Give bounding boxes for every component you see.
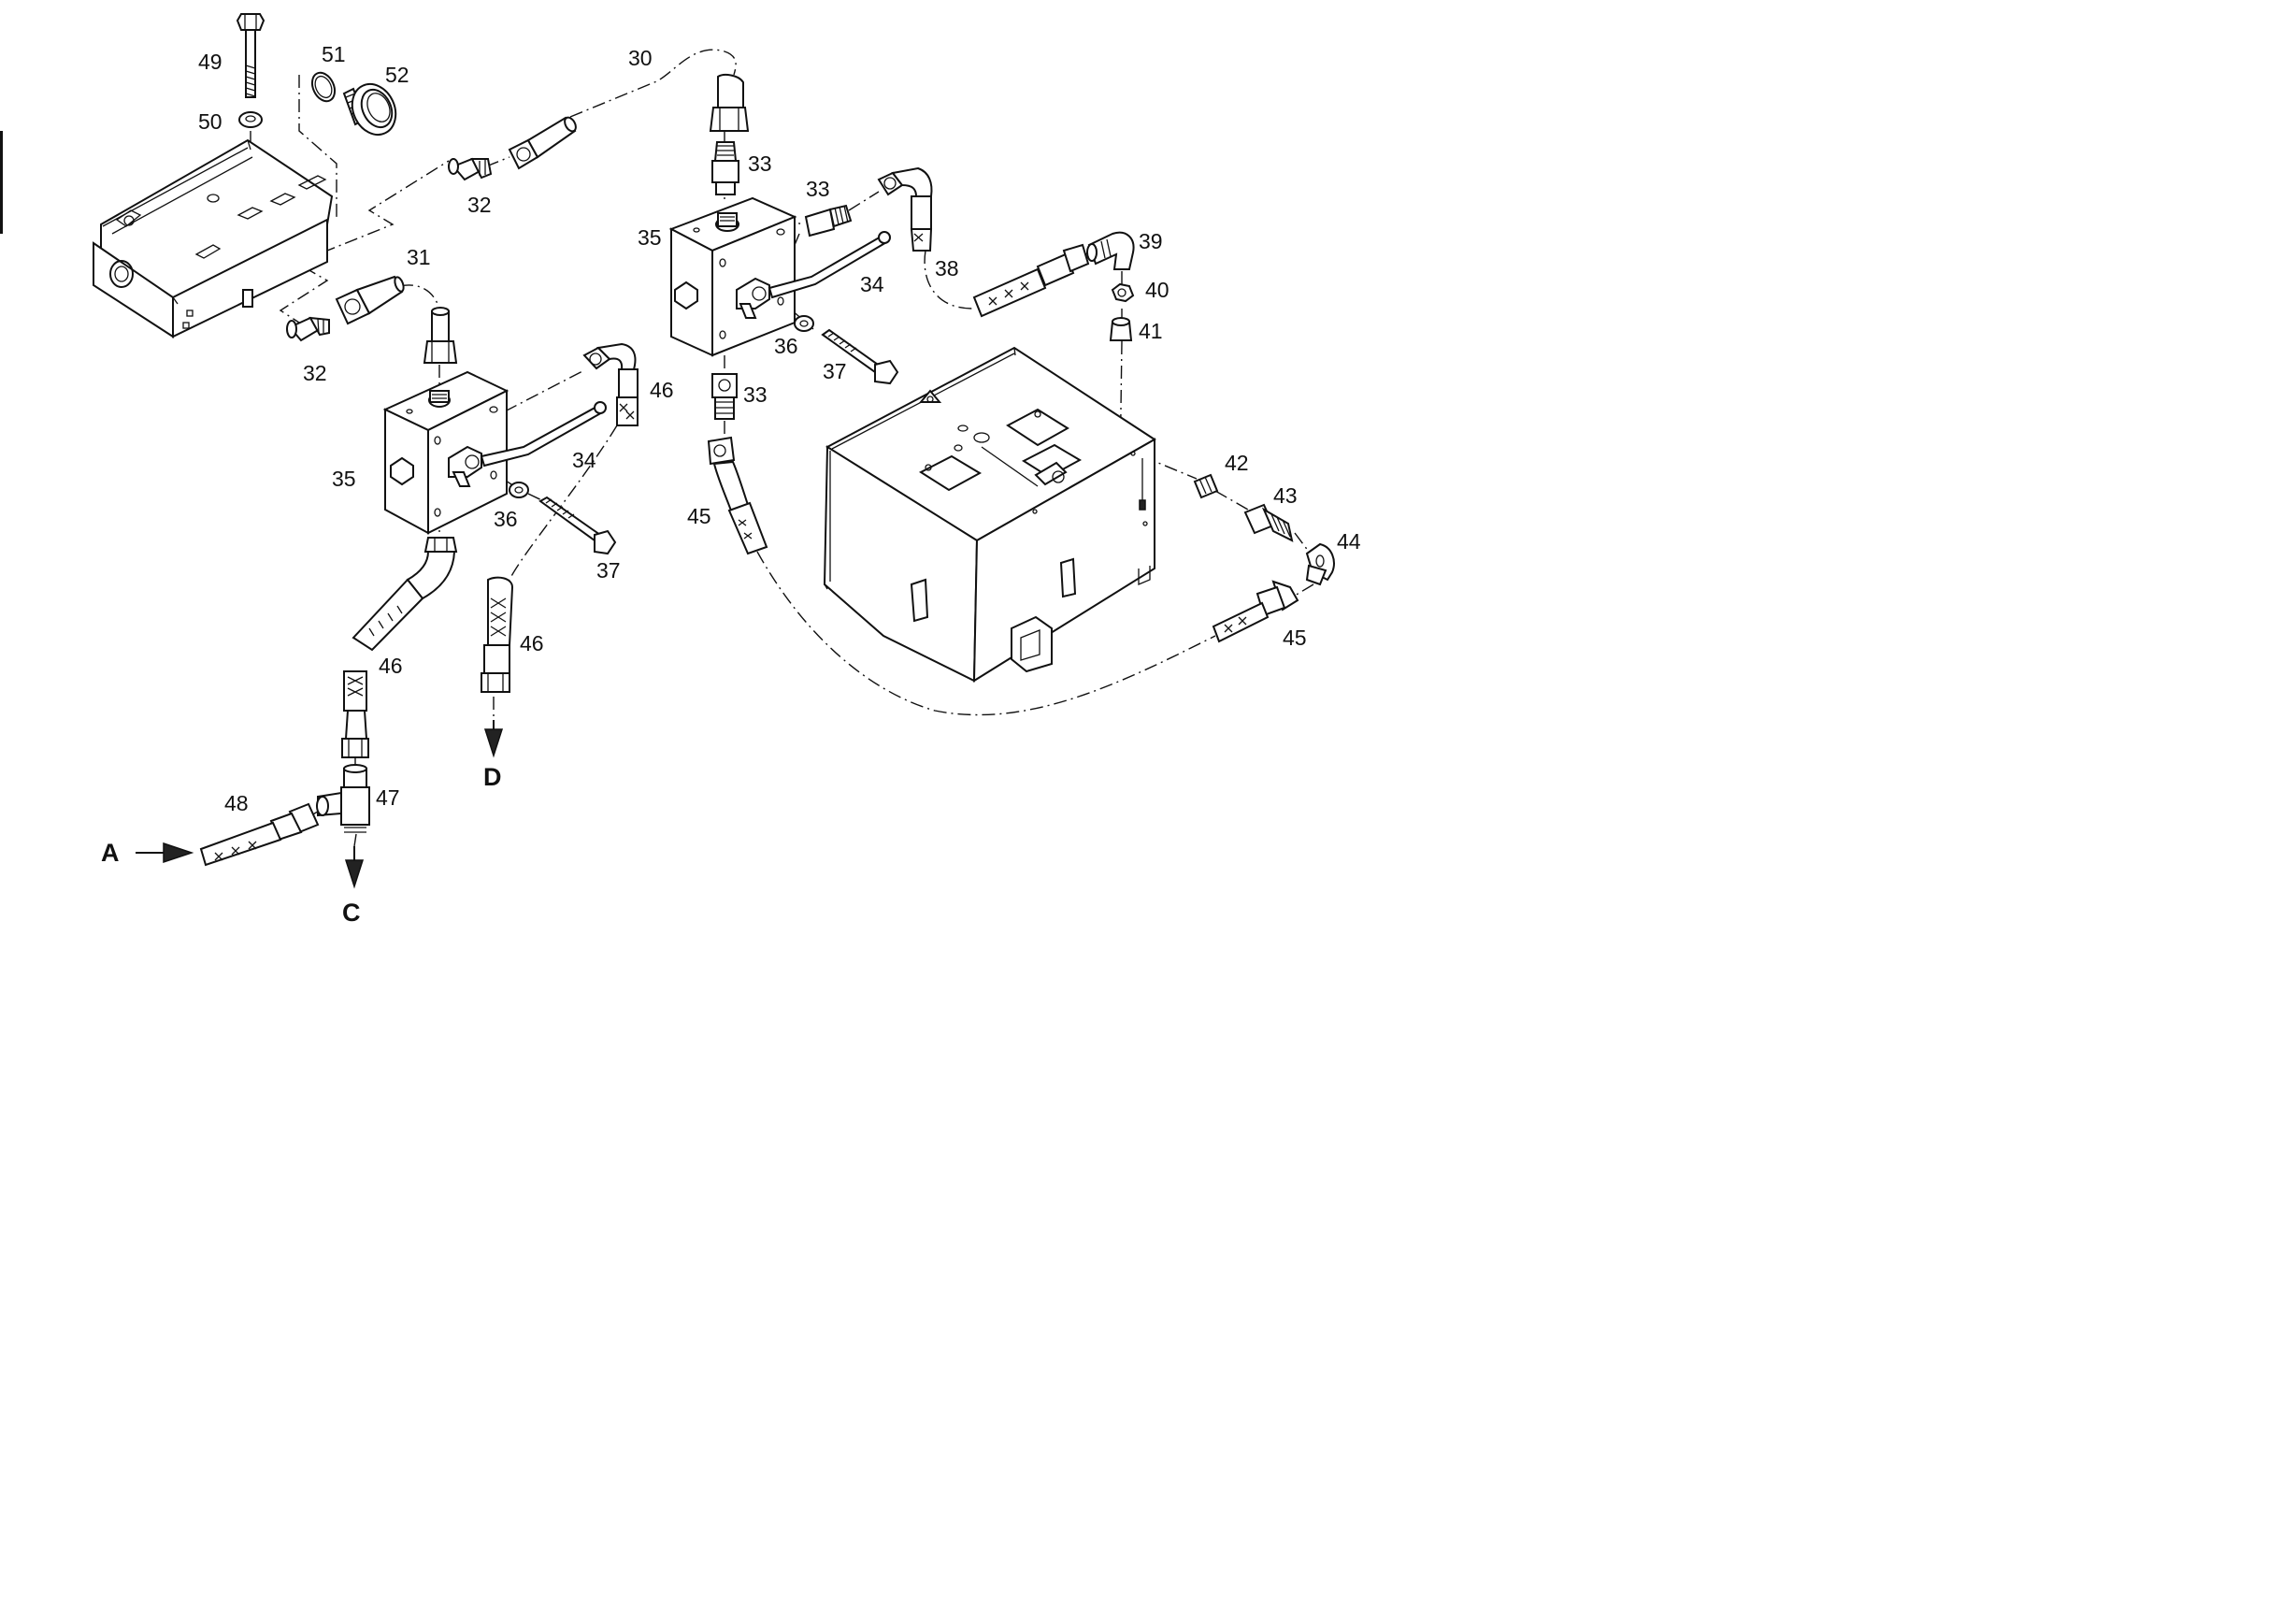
callout-labels: 49 50 51 52 30 32 31 32 33 33 33 35 34 3… bbox=[101, 42, 1361, 927]
flow-label-a: A bbox=[101, 839, 120, 867]
valve-block-35-left bbox=[382, 370, 509, 535]
callout-30: 30 bbox=[628, 46, 653, 70]
hose-45-right bbox=[1212, 580, 1299, 643]
hose-fitting-30 bbox=[508, 116, 577, 170]
callout-41: 41 bbox=[1139, 319, 1163, 343]
callout-46-top: 46 bbox=[650, 378, 674, 402]
adapter-33-top bbox=[711, 141, 739, 195]
nut-40 bbox=[1111, 282, 1135, 303]
callout-52: 52 bbox=[385, 63, 409, 87]
callout-45-left: 45 bbox=[687, 504, 711, 528]
callout-46-lower-left: 46 bbox=[379, 654, 403, 678]
arrow-c bbox=[344, 846, 365, 889]
sleeve-41 bbox=[1109, 317, 1133, 341]
callout-50: 50 bbox=[198, 109, 222, 134]
hydraulic-exploded-diagram: 49 50 51 52 30 32 31 32 33 33 33 35 34 3… bbox=[0, 0, 1470, 1031]
callout-35-right: 35 bbox=[638, 225, 662, 250]
tee-fitting-47 bbox=[316, 764, 370, 833]
ball-valve-handle-34-left bbox=[448, 401, 607, 487]
arrow-d bbox=[483, 720, 504, 758]
arrow-a bbox=[136, 842, 194, 864]
callout-37-right: 37 bbox=[823, 359, 847, 383]
elbow-32-lower bbox=[286, 316, 330, 342]
sight-glass-52 bbox=[342, 82, 397, 137]
callout-45-right: 45 bbox=[1283, 626, 1307, 650]
callout-31: 31 bbox=[407, 245, 431, 269]
callout-34-left: 34 bbox=[572, 448, 596, 472]
callout-48: 48 bbox=[224, 791, 249, 815]
callout-34-right: 34 bbox=[860, 272, 884, 296]
callout-37-left: 37 bbox=[596, 558, 621, 583]
hose-46-bend-left bbox=[352, 537, 458, 652]
callout-43: 43 bbox=[1273, 483, 1298, 508]
callout-38: 38 bbox=[935, 256, 959, 281]
washer-50 bbox=[238, 111, 263, 128]
callout-32-upper: 32 bbox=[467, 193, 492, 217]
washer-36-right bbox=[794, 315, 814, 332]
callout-36-left: 36 bbox=[494, 507, 518, 531]
callout-42: 42 bbox=[1225, 451, 1249, 475]
flow-label-c: C bbox=[342, 899, 361, 927]
hose-46-straight-left bbox=[341, 670, 369, 758]
adapter-42 bbox=[1193, 473, 1219, 499]
flow-label-d: D bbox=[483, 763, 502, 791]
bolt-49 bbox=[236, 13, 265, 98]
elbow-39 bbox=[1086, 231, 1135, 270]
hose-46-right-of-left-valve bbox=[481, 576, 514, 693]
hose-45-left bbox=[707, 436, 768, 555]
callout-33-bottom: 33 bbox=[743, 382, 768, 407]
bolt-37-right bbox=[821, 328, 899, 385]
valve-block-35-right bbox=[668, 196, 797, 357]
hose-46-elbow-top-left bbox=[582, 342, 639, 426]
callout-40: 40 bbox=[1145, 278, 1170, 302]
washer-36-left bbox=[509, 482, 529, 498]
oil-tank bbox=[823, 346, 1156, 683]
hose-38 bbox=[877, 166, 1090, 318]
pump-housing bbox=[93, 138, 334, 338]
callout-39: 39 bbox=[1139, 229, 1163, 253]
hose-end-30-vertical bbox=[709, 74, 750, 132]
callout-36-right: 36 bbox=[774, 334, 798, 358]
hose-48 bbox=[199, 802, 320, 867]
hose-end-31-vertical bbox=[423, 307, 458, 364]
o-ring-51 bbox=[310, 71, 337, 103]
callout-47: 47 bbox=[376, 785, 400, 810]
adapter-33-bottom bbox=[711, 373, 738, 420]
ball-valve-handle-34-right bbox=[736, 231, 891, 319]
elbow-32-upper bbox=[448, 157, 493, 181]
callout-51: 51 bbox=[322, 42, 346, 66]
callout-44: 44 bbox=[1337, 529, 1361, 554]
callout-49: 49 bbox=[198, 50, 222, 74]
callout-32-lower: 32 bbox=[303, 361, 327, 385]
elbow-44 bbox=[1305, 542, 1335, 586]
hose-fitting-31 bbox=[335, 275, 405, 325]
callout-35-left: 35 bbox=[332, 467, 356, 491]
callout-33-top: 33 bbox=[748, 151, 772, 176]
callout-46-lower-right: 46 bbox=[520, 631, 544, 655]
callout-33-side: 33 bbox=[806, 177, 830, 201]
scan-edge-mark bbox=[0, 131, 3, 234]
adapter-43 bbox=[1243, 503, 1294, 542]
bolt-37-left bbox=[538, 496, 617, 555]
adapter-33-side bbox=[804, 204, 853, 237]
